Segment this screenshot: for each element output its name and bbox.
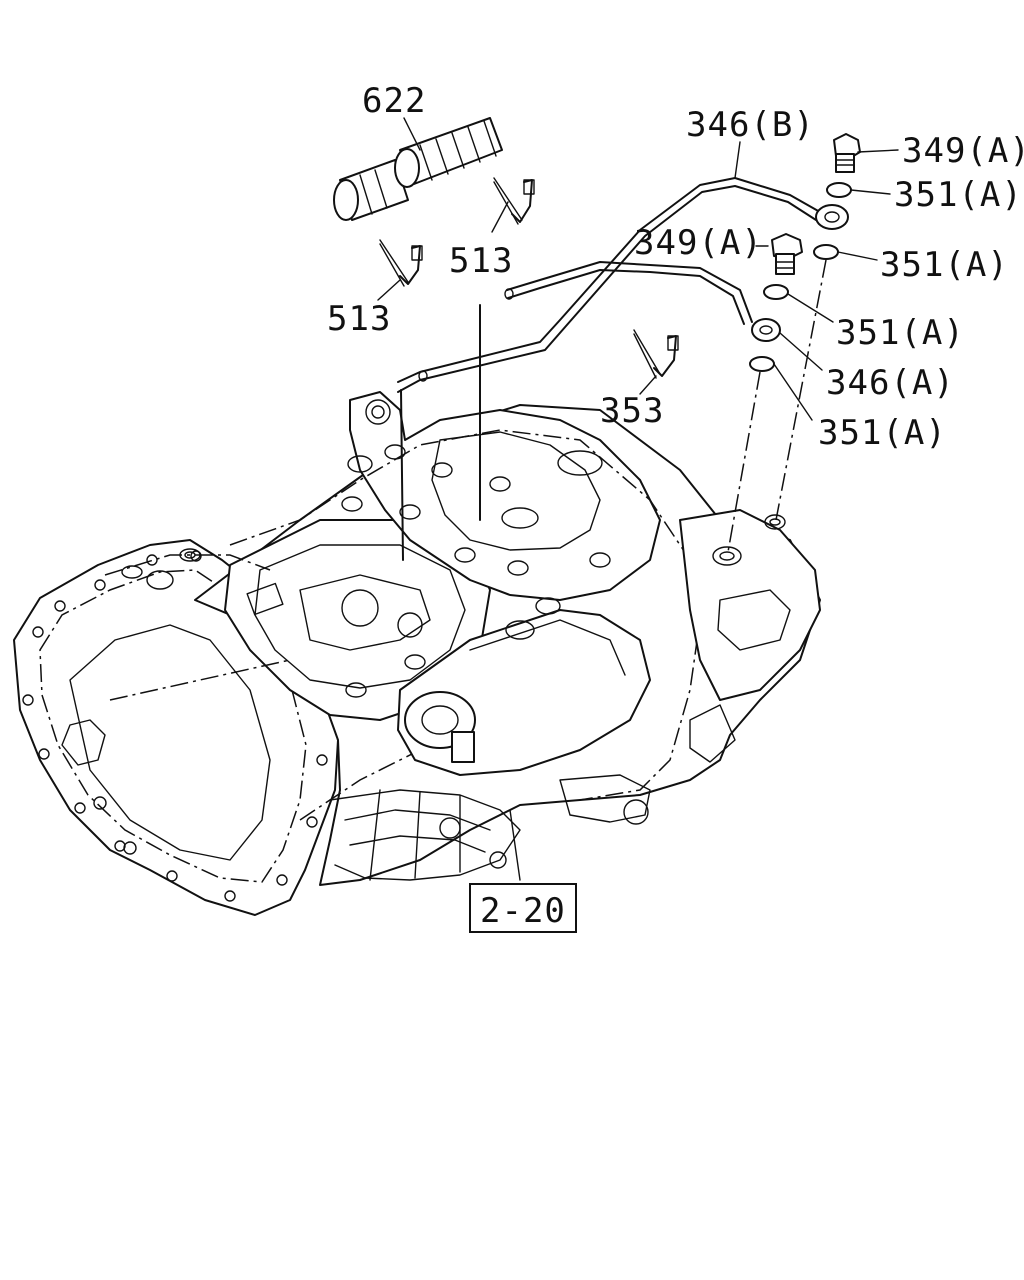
callout-513-left: 513	[327, 299, 391, 339]
cable-tie-513-left	[379, 239, 423, 287]
cable-tie-353	[633, 329, 679, 379]
reference-box[interactable]: 2-20	[469, 883, 577, 933]
callout-622: 622	[362, 81, 426, 121]
washer-351a-1	[826, 182, 852, 198]
callout-351a-3: 351(A)	[836, 313, 965, 353]
washer-351a-2	[813, 244, 839, 260]
callout-349a-top: 349(A)	[902, 131, 1024, 171]
banjo-bolt-349a-top	[833, 133, 861, 173]
callout-513-right: 513	[449, 241, 513, 281]
callout-346b: 346(B)	[686, 105, 815, 145]
washer-351a-3	[763, 284, 789, 300]
callout-351a-4: 351(A)	[818, 413, 947, 453]
banjo-bolt-349a-mid	[771, 233, 803, 275]
callout-351a-2: 351(A)	[880, 245, 1009, 285]
callout-349a-mid: 349(A)	[634, 223, 763, 263]
cable-tie-513-right	[493, 177, 535, 225]
transmission-assembly	[13, 391, 821, 916]
pipe-346b	[397, 177, 849, 393]
pipe-346a	[504, 261, 781, 342]
washer-351a-4	[749, 356, 775, 372]
sleeve-622	[333, 117, 503, 221]
callout-353: 353	[600, 391, 664, 431]
callout-351a-1: 351(A)	[894, 175, 1023, 215]
leader-lines	[377, 117, 899, 881]
reference-label: 2-20	[480, 891, 566, 931]
callout-346a: 346(A)	[826, 363, 955, 403]
